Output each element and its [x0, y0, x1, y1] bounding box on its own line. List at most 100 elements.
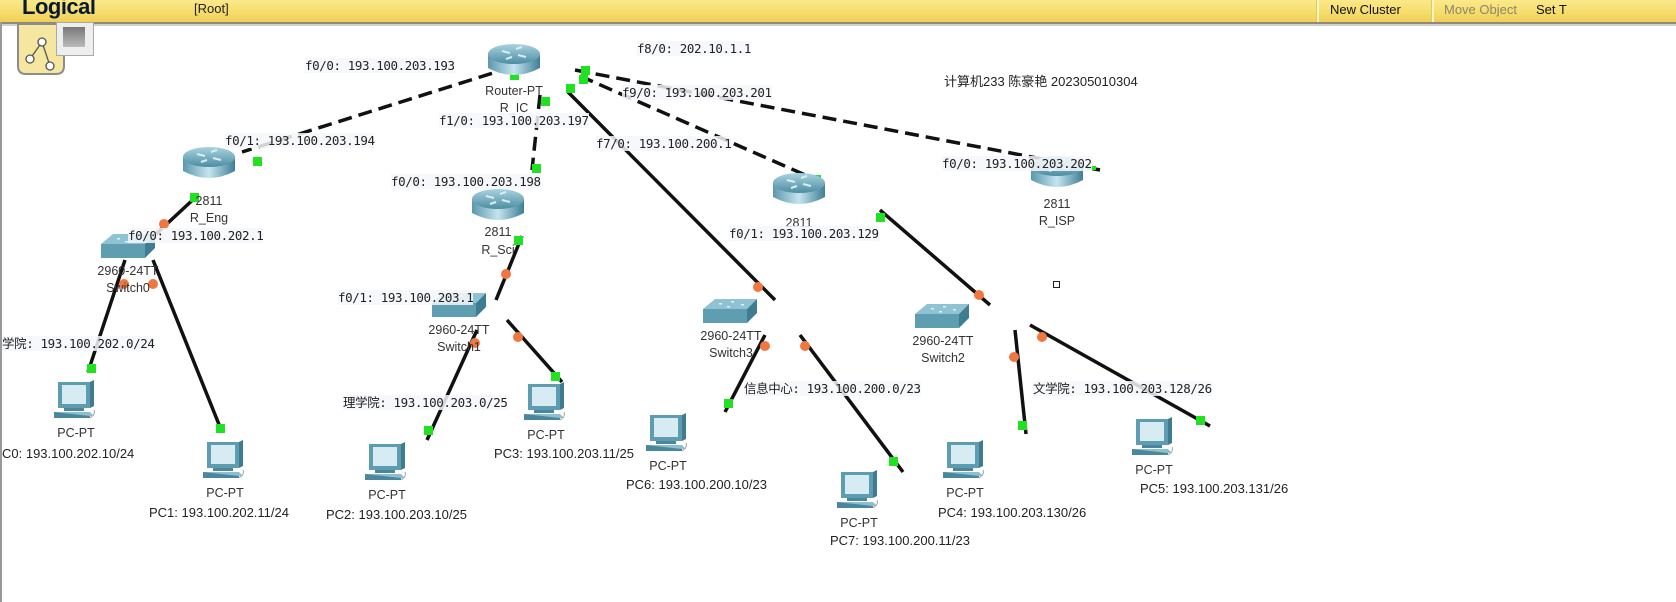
- link-light-up: [579, 75, 588, 84]
- device-model-label: PC-PT: [840, 516, 878, 530]
- router-core-icon[interactable]: [486, 42, 542, 80]
- link-light-up: [87, 364, 96, 373]
- link-light-up: [1196, 416, 1205, 425]
- link-lights: [87, 66, 1205, 466]
- switch3-icon[interactable]: [701, 297, 759, 327]
- pc7-icon[interactable]: [833, 468, 881, 514]
- link-light-up: [541, 97, 550, 106]
- device-model-label: PC-PT: [206, 486, 244, 500]
- link-light-pending: [470, 338, 480, 348]
- device-model-label: 2811: [195, 194, 223, 208]
- pc-address-label: PC2: 193.100.203.10/25: [326, 507, 467, 522]
- viewport-navigator-icon[interactable]: [56, 22, 94, 56]
- pc6-icon[interactable]: [642, 411, 690, 457]
- cable-core-sw3: [566, 90, 777, 302]
- cable-sw0-pc1: [151, 259, 224, 433]
- pc4-icon[interactable]: [939, 438, 987, 484]
- toolbar-divider: [1316, 0, 1319, 22]
- link-light-pending: [119, 279, 129, 289]
- cable-sw1-pc3: [505, 318, 564, 384]
- link-light-up: [1018, 421, 1027, 430]
- pc5-icon[interactable]: [1128, 415, 1176, 461]
- link-light-up: [889, 457, 898, 466]
- link-light-up: [514, 236, 523, 245]
- set-tiled-background-button[interactable]: Set T: [1536, 2, 1567, 17]
- cable-sw0-pc0: [86, 259, 127, 373]
- interface-label: f0/1: 193.100.203.129: [729, 226, 879, 241]
- link-light-pending: [760, 341, 770, 351]
- interface-label: f0/1: 193.100.203.1: [338, 290, 474, 305]
- device-model-label: 2960-24TT: [428, 323, 490, 337]
- pc2-icon[interactable]: [361, 440, 409, 486]
- interface-label: f0/0: 193.100.202.1: [128, 228, 264, 243]
- pc0-icon[interactable]: [50, 378, 98, 424]
- device-name-label: Switch1: [437, 340, 481, 354]
- breadcrumb-root[interactable]: [Root]: [194, 1, 229, 16]
- switch2-icon[interactable]: [913, 302, 971, 332]
- device-model-label: 2960-24TT: [97, 264, 159, 278]
- link-light-pending: [159, 219, 169, 229]
- interface-label: f9/0: 193.100.203.201: [622, 85, 772, 100]
- link-light-pending: [1037, 332, 1047, 342]
- link-light-up: [581, 66, 590, 75]
- canvas-left-border: [0, 22, 2, 602]
- link-light-up: [551, 372, 560, 381]
- device-model-label: PC-PT: [527, 428, 565, 442]
- cable-sw3-pc7: [798, 333, 905, 474]
- toolbar-divider: [1431, 0, 1434, 22]
- cable-sw2-pc4: [1013, 329, 1028, 435]
- interface-label: f0/0: 193.100.203.198: [391, 174, 541, 189]
- cable-sw2-pc5: [1029, 323, 1211, 428]
- subnet-label: 理学院: 193.100.203.0/25: [343, 395, 508, 410]
- logical-toolbar: Logical [Root] New Cluster Move Object S…: [0, 0, 1676, 24]
- link-light-up: [724, 399, 733, 408]
- link-light-pending: [148, 279, 158, 289]
- link-light-up: [532, 164, 541, 173]
- link-light-up: [424, 426, 433, 435]
- interface-label: f0/1: 193.100.203.194: [225, 133, 375, 148]
- move-object-button[interactable]: Move Object: [1444, 2, 1517, 17]
- device-model-label: PC-PT: [649, 459, 687, 473]
- device-name-label: Switch0: [106, 281, 150, 295]
- link-light-pending: [753, 282, 763, 292]
- link-light-pending: [513, 332, 523, 342]
- interface-label: f1/0: 193.100.203.197: [439, 113, 589, 128]
- pc1-icon[interactable]: [199, 438, 247, 484]
- pc-address-label: PC7: 193.100.200.11/23: [830, 533, 970, 548]
- router-art-icon[interactable]: [771, 171, 827, 209]
- pc-address-label: PC5: 193.100.203.131/26: [1140, 481, 1289, 496]
- link-light-pending: [800, 341, 810, 351]
- pc-address-label: PC6: 193.100.200.10/23: [626, 477, 767, 492]
- router-sci-icon[interactable]: [470, 187, 526, 225]
- device-name-label: R_ISP: [1038, 214, 1076, 228]
- pc3-icon[interactable]: [520, 380, 568, 426]
- interface-label: f8/0: 202.10.1.1: [637, 41, 752, 56]
- device-name-label: R_IC: [499, 101, 529, 115]
- device-model-label: PC-PT: [57, 426, 95, 440]
- selection-marker: [1053, 281, 1060, 288]
- device-name-label: R_Sci: [481, 243, 515, 257]
- link-light-up: [253, 157, 262, 166]
- device-model-label: Router-PT: [485, 84, 543, 98]
- subnet-label: 文学院: 193.100.203.128/26: [1033, 381, 1212, 396]
- cable-sci-sw1: [494, 235, 524, 301]
- new-cluster-button[interactable]: New Cluster: [1330, 2, 1401, 17]
- tab-logical[interactable]: Logical: [22, 0, 96, 19]
- pc-address-label: PC1: 193.100.202.11/24: [149, 505, 289, 520]
- link-light-up: [876, 213, 885, 222]
- subnet-label: 信息中心: 193.100.200.0/23: [744, 381, 921, 396]
- pc-address-label: PC4: 193.100.203.130/26: [938, 505, 1087, 520]
- pc-address-label: C0: 193.100.202.10/24: [2, 446, 135, 461]
- device-model-label: 2960-24TT: [700, 329, 762, 343]
- logical-view-icon[interactable]: [16, 20, 66, 78]
- cable-sw1-pc2: [425, 329, 479, 441]
- router-eng-icon[interactable]: [181, 145, 237, 183]
- toolbar-shadow: [0, 24, 1676, 26]
- cable-core-art: [579, 74, 829, 187]
- author-note: 计算机233 陈豪艳 202305010304: [944, 74, 1138, 89]
- subnet-label: 学院: 193.100.202.0/24: [2, 336, 155, 351]
- device-model-label: 2811: [484, 225, 512, 239]
- interface-label: f7/0: 193.100.200.1: [596, 136, 732, 151]
- cable-core-sci: [530, 94, 542, 171]
